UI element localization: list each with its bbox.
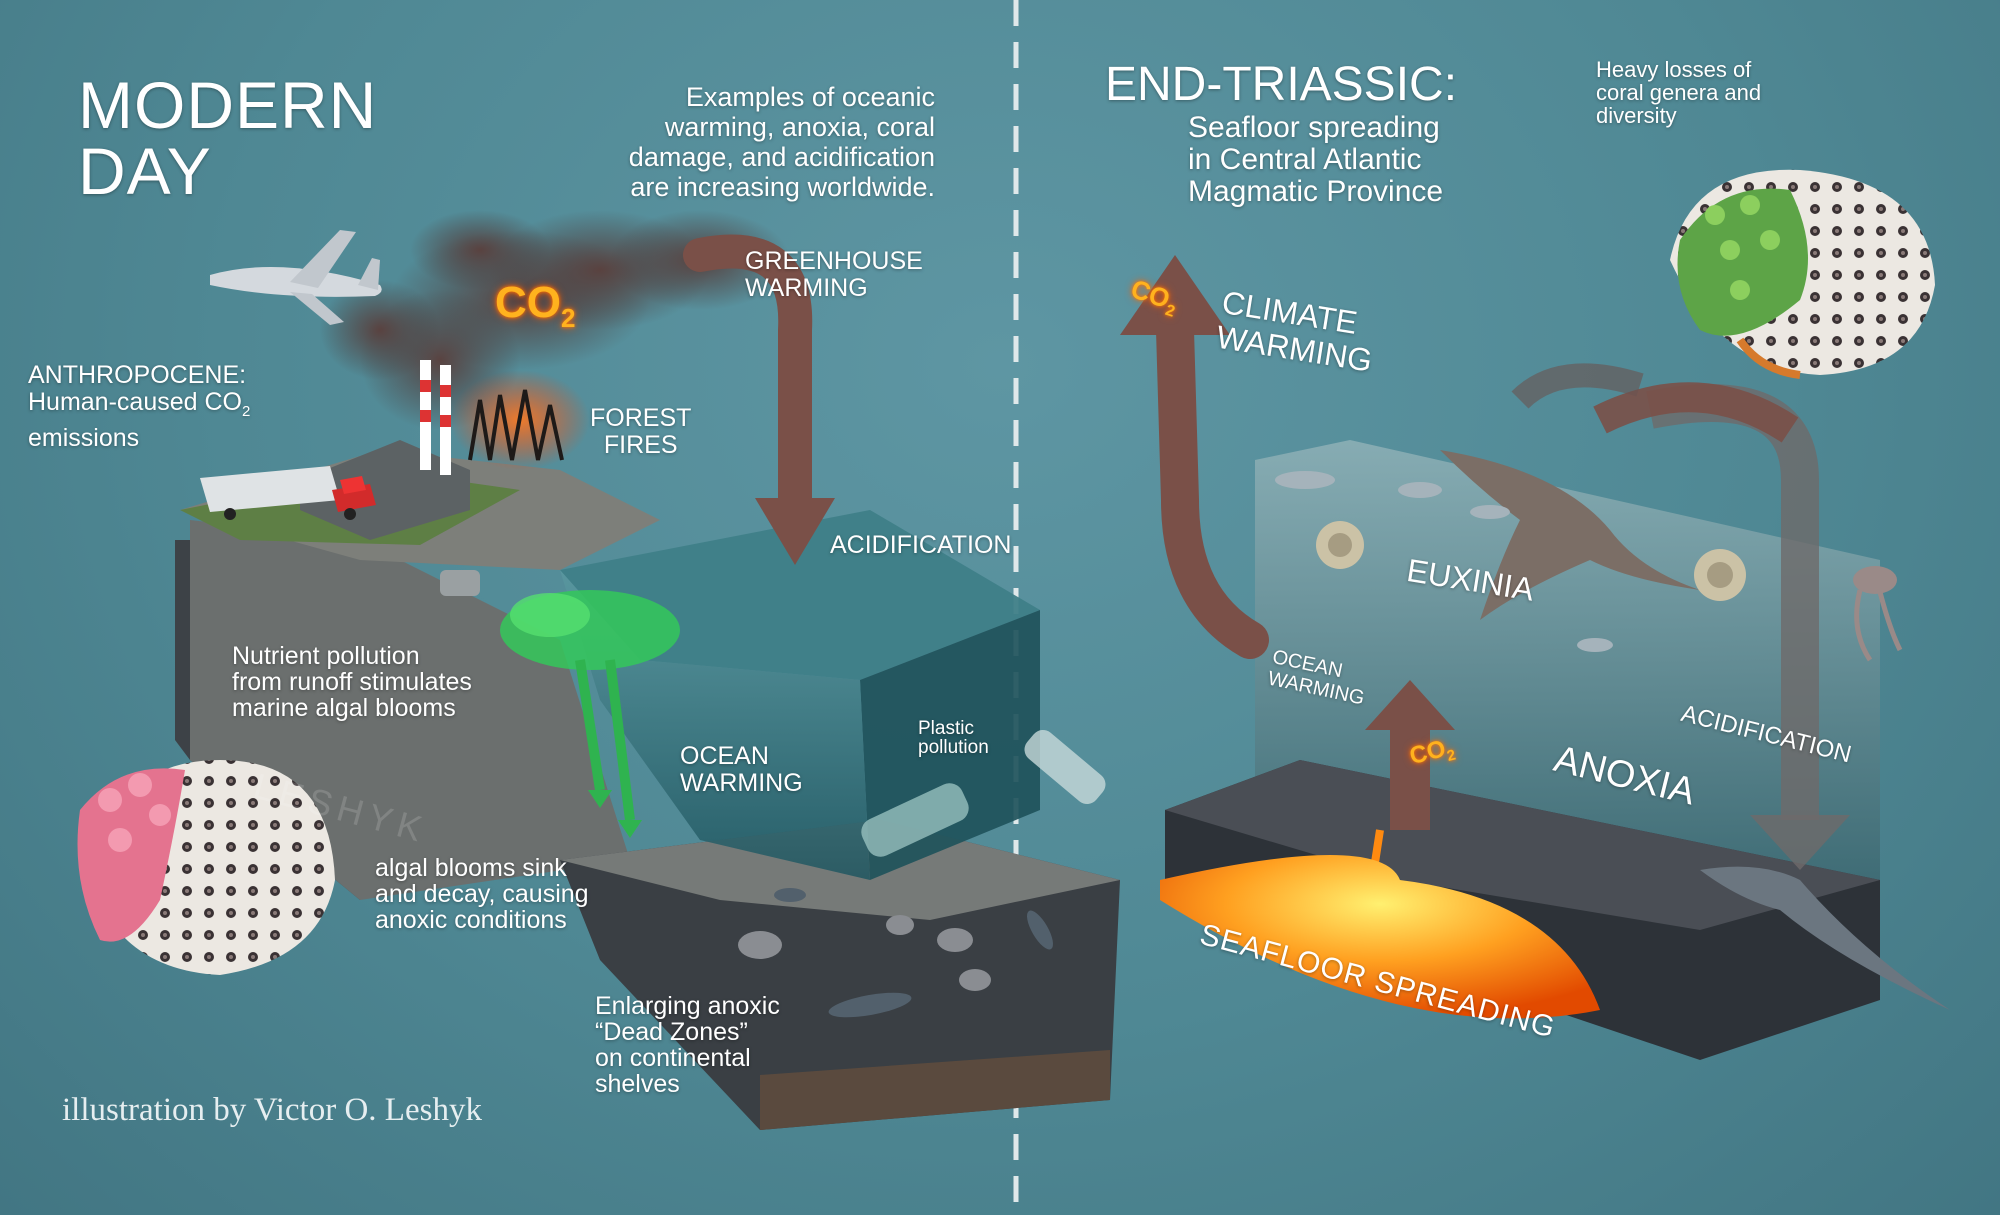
factory <box>300 360 470 540</box>
coral-smoke-trail <box>1511 363 1644 409</box>
triassic-acidification-arrow <box>1593 382 1850 870</box>
airplane <box>210 230 382 325</box>
co2-plume-label: CO2 <box>495 278 575 334</box>
algal-blooms-label: algal blooms sink and decay, causing ano… <box>375 854 589 934</box>
triassic-title: END-TRIASSIC: <box>1105 58 1458 111</box>
modern-intro: Examples of oceanic warming, anoxia, cor… <box>628 82 935 202</box>
anthropocene-label: ANTHROPOCENE: Human-caused CO2 emissions <box>28 361 251 453</box>
runoff-pipe <box>440 570 480 596</box>
illustration-credit: illustration by Victor O. Leshyk <box>62 1092 482 1128</box>
vent-co2-arrow <box>1365 680 1455 830</box>
lava-flow <box>1160 855 1600 1019</box>
truck <box>200 466 376 520</box>
plastic-bottles <box>861 729 1106 857</box>
anthropocene-sub: 2 <box>241 403 251 420</box>
modern-coral <box>77 760 335 975</box>
crabs <box>738 915 991 991</box>
modern-title: MODERN DAY <box>78 68 378 208</box>
co2-plume-main: CO <box>495 278 561 327</box>
forest-fires-label: FOREST FIRES <box>590 404 692 459</box>
triassic-coral <box>1670 169 1935 379</box>
plastic-pollution-label: Plastic pollution <box>918 718 989 758</box>
triassic-subtitle: Seafloor spreading in Central Atlantic M… <box>1188 111 1444 208</box>
dead-fish <box>774 888 1053 1018</box>
ocean-warming-label: OCEAN WARMING <box>680 742 803 797</box>
dead-zones-label: Enlarging anoxic “Dead Zones” on contine… <box>595 992 780 1098</box>
triassic-fish <box>1275 471 1613 652</box>
greenhouse-arrow <box>683 234 835 565</box>
triassic-reptile <box>1700 866 1950 1010</box>
anthropocene-suffix: emissions <box>28 424 140 452</box>
greenhouse-warming-label: GREENHOUSE WARMING <box>745 247 923 302</box>
squid <box>1853 566 1903 662</box>
ammonites <box>1316 521 1746 601</box>
anthropocene-prefix: ANTHROPOCENE: Human-caused CO <box>28 361 247 416</box>
algae-bloom <box>500 590 680 838</box>
ichthyosaur <box>1440 450 1700 620</box>
coral-loss-label: Heavy losses of coral genera and diversi… <box>1596 57 1762 128</box>
climate-warming-arrow <box>1120 255 1269 659</box>
nutrient-pollution-label: Nutrient pollution from runoff stimulate… <box>232 642 472 722</box>
co2-plume-sub: 2 <box>561 302 576 333</box>
forest-fire <box>450 370 590 470</box>
acidification-label: ACIDIFICATION <box>830 531 1012 559</box>
